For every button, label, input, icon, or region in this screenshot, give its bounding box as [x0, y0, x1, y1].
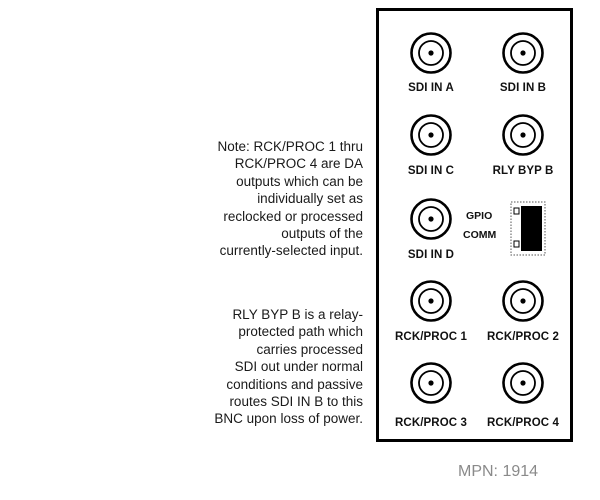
note-line: reclocked or processed [223, 208, 363, 224]
bnc-connector-icon [501, 113, 545, 157]
connector-label-sdi-in-c: SDI IN C [407, 165, 455, 177]
note-line: SDI out under normal [234, 359, 363, 375]
comm-label: COMM [463, 229, 497, 241]
bnc-connector-icon [409, 113, 453, 157]
connector-label-sdi-in-a: SDI IN A [408, 82, 454, 94]
bnc-connector-icon [501, 279, 545, 323]
bnc-connector-icon [501, 31, 545, 75]
connector-label-rly-byp-b: RLY BYP B [492, 165, 554, 177]
connector-label-sdi-in-d: SDI IN D [407, 249, 455, 261]
note-line: routes SDI IN B to this [229, 394, 363, 410]
note-line: individually set as [257, 191, 363, 207]
note-line: carries processed [256, 341, 363, 357]
connector-label-rck-proc-2: RCK/PROC 2 [487, 331, 559, 343]
note-line: outputs of the [281, 226, 363, 242]
bnc-connector-icon [409, 361, 453, 405]
note-paragraph-1: Note: RCK/PROC 1 thru RCK/PROC 4 are DA … [217, 138, 363, 260]
mpn-label: MPN: 1914 [458, 463, 539, 480]
rear-panel: SDI IN A SDI IN B SDI IN C RLY BYP B SDI… [376, 8, 573, 442]
note-line: RCK/PROC 4 are DA [234, 156, 363, 172]
connector-label-rck-proc-3: RCK/PROC 3 [395, 417, 467, 429]
gpio-comm-port-icon [510, 201, 546, 256]
note-line: outputs which can be [236, 173, 363, 189]
note-line: protected path which [238, 324, 363, 340]
note-line: currently-selected input. [219, 243, 363, 259]
note-paragraph-2: RLY BYP B is a relay- protected path whi… [214, 306, 363, 428]
gpio-label: GPIO [466, 210, 493, 222]
note-line: RLY BYP B is a relay- [232, 307, 363, 322]
connector-label-rck-proc-4: RCK/PROC 4 [487, 417, 559, 429]
connector-label-sdi-in-b: SDI IN B [499, 82, 547, 94]
bnc-connector-icon [409, 279, 453, 323]
note-line: conditions and passive [226, 376, 363, 392]
note-line: BNC upon loss of power. [214, 411, 363, 427]
bnc-connector-icon [501, 361, 545, 405]
note-line: Note: RCK/PROC 1 thru [217, 139, 363, 154]
bnc-connector-icon [409, 31, 453, 75]
connector-label-rck-proc-1: RCK/PROC 1 [395, 331, 467, 343]
bnc-connector-icon [409, 197, 453, 241]
